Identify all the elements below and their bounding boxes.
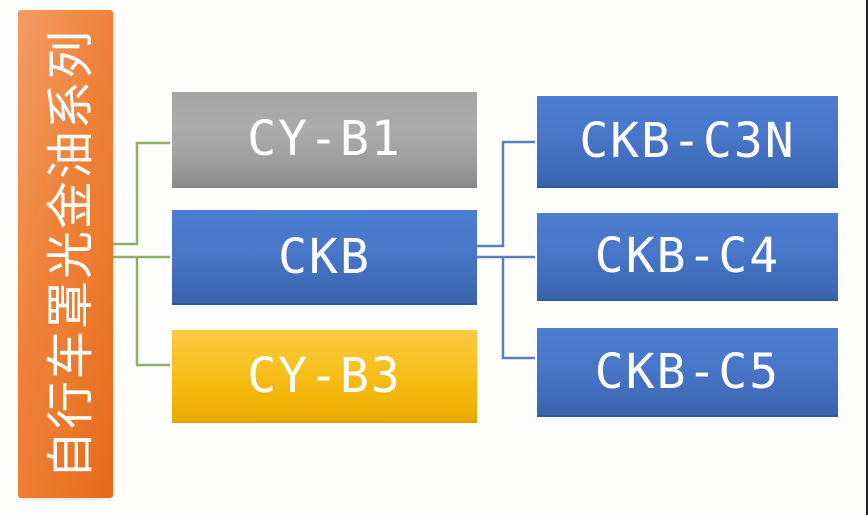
node-cy-b1: CY-B1 bbox=[172, 92, 477, 188]
node-ckb-label: CKB bbox=[278, 228, 371, 285]
node-ckb-c3n-label: CKB-C3N bbox=[579, 113, 796, 169]
node-ckb: CKB bbox=[172, 210, 477, 305]
left-connectors bbox=[110, 141, 170, 367]
connector-ckb-to-c3n bbox=[477, 140, 535, 248]
node-ckb-c5: CKB-C5 bbox=[537, 328, 838, 417]
connector-ckb-to-c5 bbox=[501, 257, 535, 360]
series-title-bar: 自行车罩光金油系列 bbox=[18, 10, 113, 498]
node-ckb-c4-label: CKB-C4 bbox=[594, 228, 781, 284]
node-ckb-c5-label: CKB-C5 bbox=[594, 343, 781, 400]
node-ckb-c4: CKB-C4 bbox=[537, 213, 838, 301]
right-edge-border bbox=[866, 0, 868, 515]
node-cy-b3: CY-B3 bbox=[172, 330, 477, 423]
connector-bar-to-cy-b1 bbox=[110, 141, 170, 246]
connector-bar-to-cy-b3 bbox=[135, 257, 170, 367]
series-title-text: 自行车罩光金油系列 bbox=[42, 28, 99, 480]
node-cy-b1-label: CY-B1 bbox=[247, 111, 402, 167]
node-cy-b3-label: CY-B3 bbox=[247, 347, 402, 404]
node-ckb-c3n: CKB-C3N bbox=[537, 96, 838, 188]
right-connectors bbox=[477, 140, 535, 360]
